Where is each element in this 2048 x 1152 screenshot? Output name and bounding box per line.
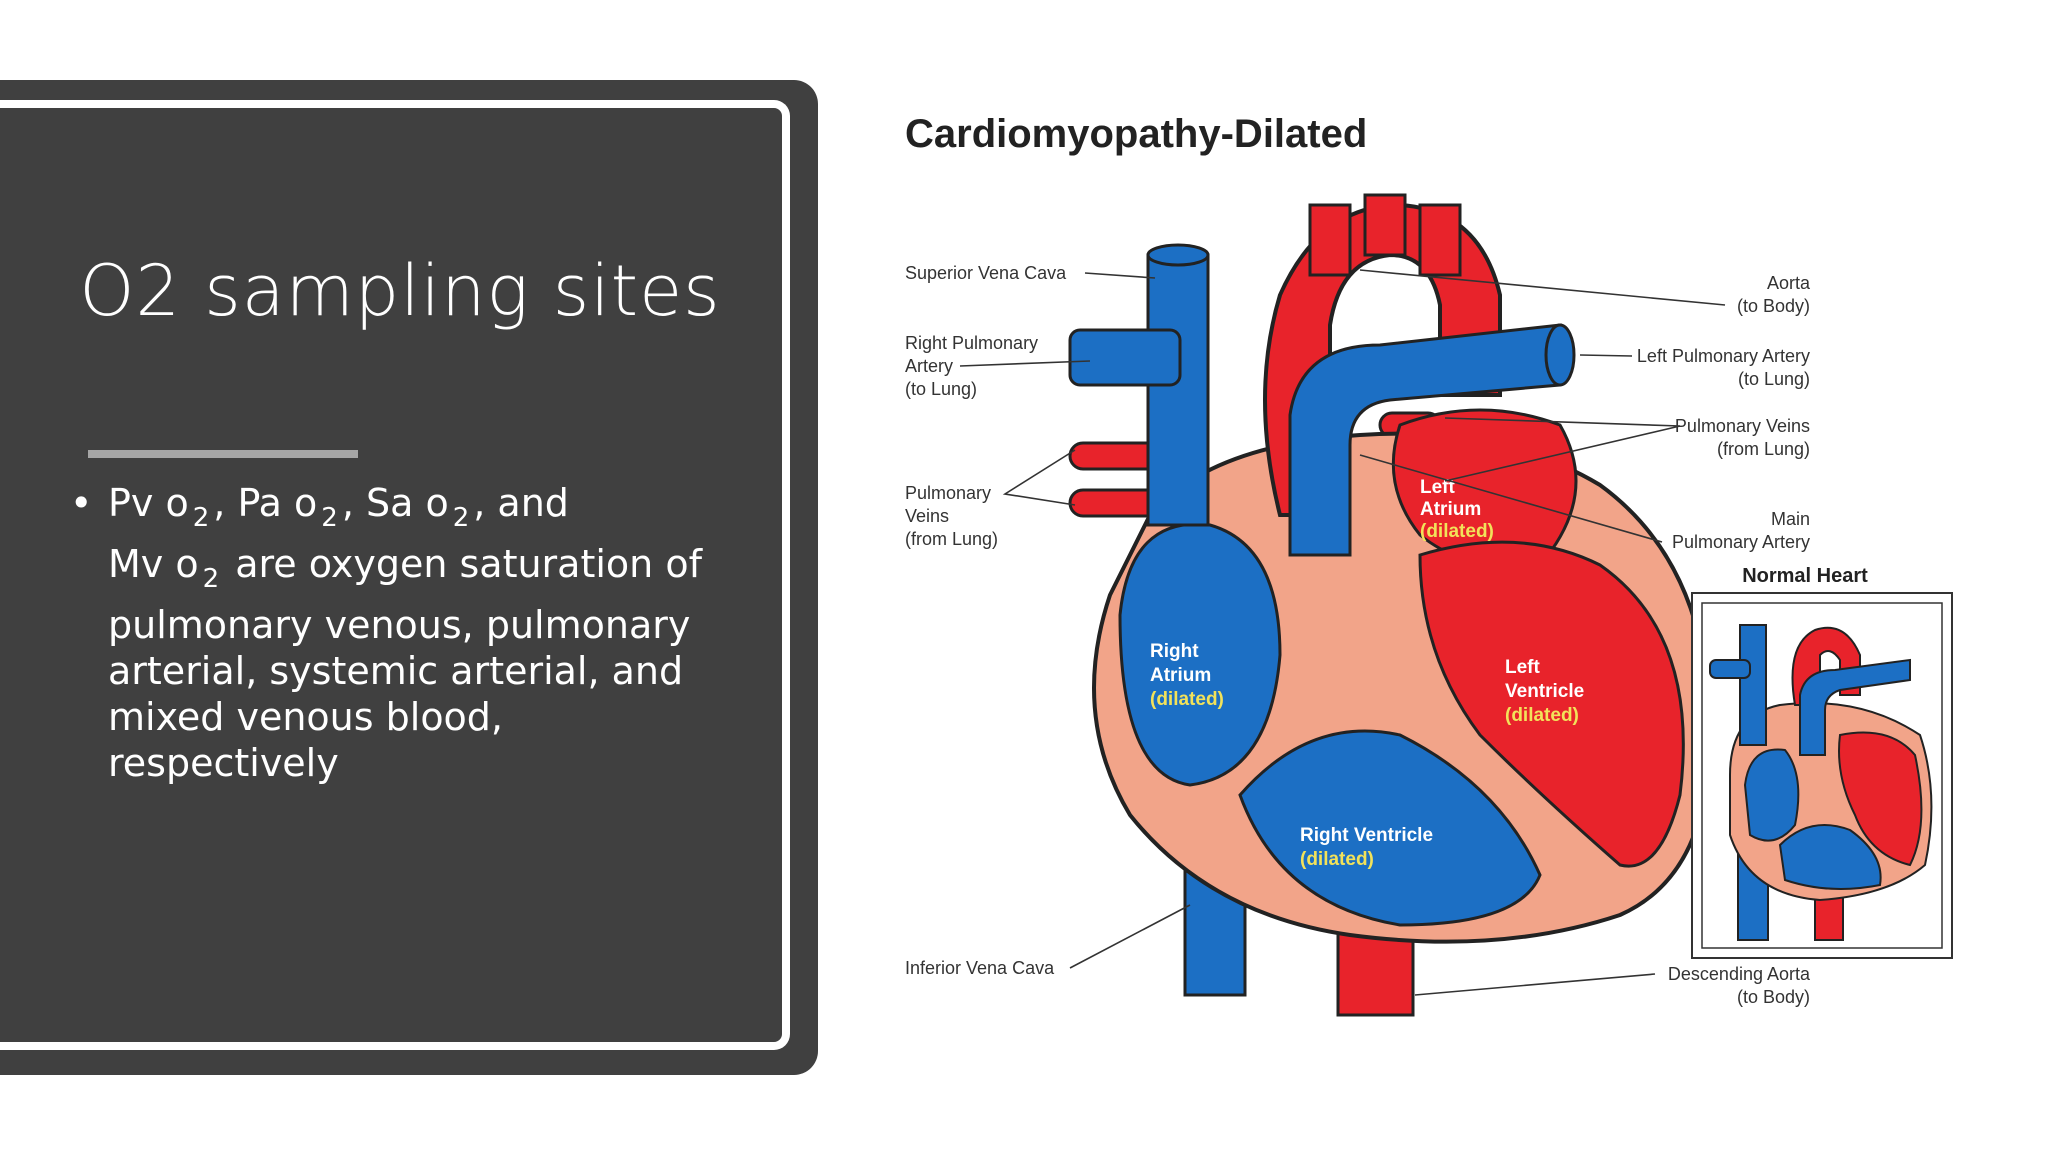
label-left-pulmonary-artery: Left Pulmonary Artery [1637, 346, 1810, 366]
label-left-ventricle: Ventricle [1505, 681, 1584, 702]
label-dilated: (dilated) [1420, 521, 1494, 542]
label-pulmonary-veins-left: Pulmonary [905, 483, 991, 503]
label-superior-vena-cava: Superior Vena Cava [905, 263, 1067, 283]
panel-border [0, 100, 790, 1050]
label-main-pulmonary-artery: Pulmonary Artery [1672, 532, 1810, 552]
label-aorta: (to Body) [1737, 296, 1810, 316]
label-dilated: (dilated) [1300, 849, 1374, 870]
title-panel [0, 80, 818, 1075]
label-pulmonary-veins-left: (from Lung) [905, 529, 998, 549]
bullet-text-rest: are oxygen saturation of pulmonary venou… [108, 542, 702, 785]
label-right-atrium: Atrium [1150, 665, 1211, 686]
bullet-text-pv: Pv o [108, 481, 189, 525]
label-right-pulmonary-artery: Right Pulmonary [905, 333, 1038, 353]
label-inferior-vena-cava: Inferior Vena Cava [905, 958, 1055, 978]
dilated-heart-illustration [1068, 193, 1713, 1017]
label-right-pulmonary-artery: (to Lung) [905, 379, 977, 399]
bullet-text-sa: , Sa o [341, 481, 449, 525]
bullet-text-and: , and [473, 481, 569, 525]
subscript: 2 [452, 503, 470, 533]
heart-diagram: Cardiomyopathy-Dilated [905, 112, 1953, 1017]
label-main-pulmonary-artery: Main [1771, 509, 1810, 529]
subscript: 2 [192, 503, 210, 533]
subscript: 2 [321, 503, 338, 533]
bullet-text-pa: , Pa o [213, 481, 318, 525]
label-left-pulmonary-artery: (to Lung) [1738, 369, 1810, 389]
title-underline [88, 450, 358, 458]
subscript: 2 [202, 564, 220, 594]
label-aorta: Aorta [1767, 273, 1811, 293]
bullet-text-mv: Mv o [108, 542, 199, 586]
label-right-ventricle: Right Ventricle [1300, 825, 1433, 846]
label-descending-aorta: Descending Aorta [1668, 964, 1811, 984]
label-normal-heart: Normal Heart [1742, 565, 1868, 587]
label-left-atrium: Atrium [1420, 499, 1481, 520]
bullet-marker: • [70, 481, 93, 525]
label-right-atrium: Right [1150, 641, 1199, 662]
diagram-title: Cardiomyopathy-Dilated [905, 112, 1367, 156]
label-dilated: (dilated) [1150, 689, 1224, 710]
label-descending-aorta: (to Body) [1737, 987, 1810, 1007]
label-left-ventricle: Left [1505, 657, 1541, 678]
label-pulmonary-veins-left: Veins [905, 506, 949, 526]
normal-heart-inset: Normal Heart [1691, 565, 1953, 959]
label-pulmonary-veins-right: Pulmonary Veins [1675, 416, 1810, 436]
slide-title: O2 sampling sites [79, 250, 721, 332]
label-pulmonary-veins-right: (from Lung) [1717, 439, 1810, 459]
label-left-atrium: Left [1420, 477, 1456, 498]
label-right-pulmonary-artery: Artery [905, 356, 953, 376]
label-dilated: (dilated) [1505, 705, 1579, 726]
